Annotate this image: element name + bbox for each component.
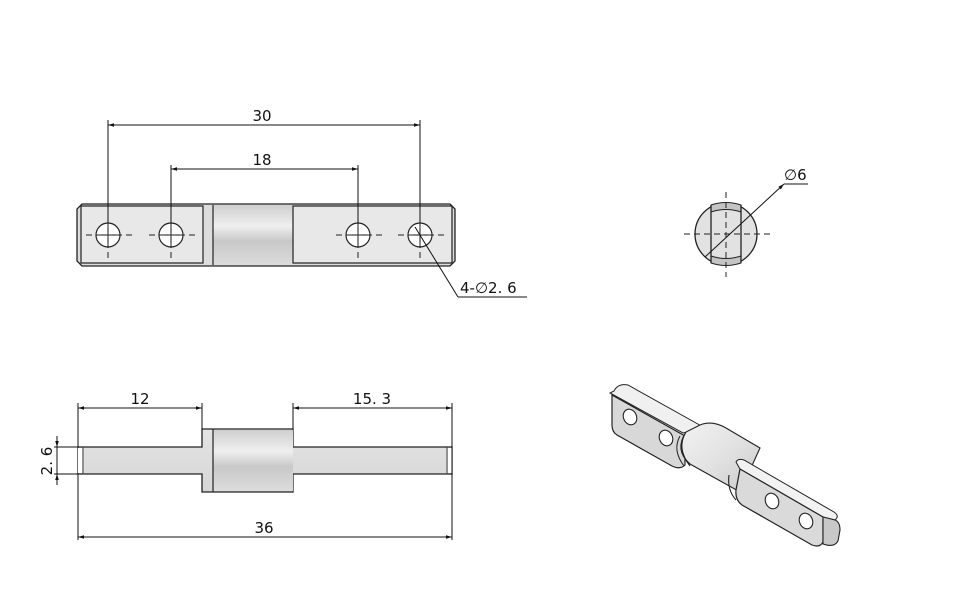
dim-30-text: 30 (252, 107, 271, 125)
dimension-18: 18 (170, 151, 359, 223)
dim-36-text: 36 (254, 519, 273, 537)
side-view: 12 15. 3 36 2. 6 (38, 390, 453, 540)
dim-15-3-text: 15. 3 (353, 390, 391, 408)
dimension-2-6: 2. 6 (38, 436, 78, 485)
dimension-36: 36 (77, 474, 452, 540)
hole-2 (149, 212, 195, 258)
dimension-12: 12 (77, 390, 203, 447)
isometric-view (608, 384, 841, 547)
dimension-15-3: 15. 3 (292, 390, 453, 540)
dimension-30: 30 (107, 107, 421, 223)
hole-callout: 4-∅2. 6 (414, 226, 527, 298)
end-view: ∅6 (684, 166, 808, 277)
dim-12-text: 12 (130, 390, 149, 408)
hole-callout-text: 4-∅2. 6 (460, 279, 517, 297)
dim-diameter-text: ∅6 (784, 166, 807, 184)
top-view: 30 18 4-∅2. 6 (76, 107, 527, 298)
dim-18-text: 18 (252, 151, 271, 169)
barrel (213, 205, 293, 265)
dimension-diameter-6: ∅6 (704, 166, 808, 258)
dim-2-6-text: 2. 6 (38, 447, 56, 476)
